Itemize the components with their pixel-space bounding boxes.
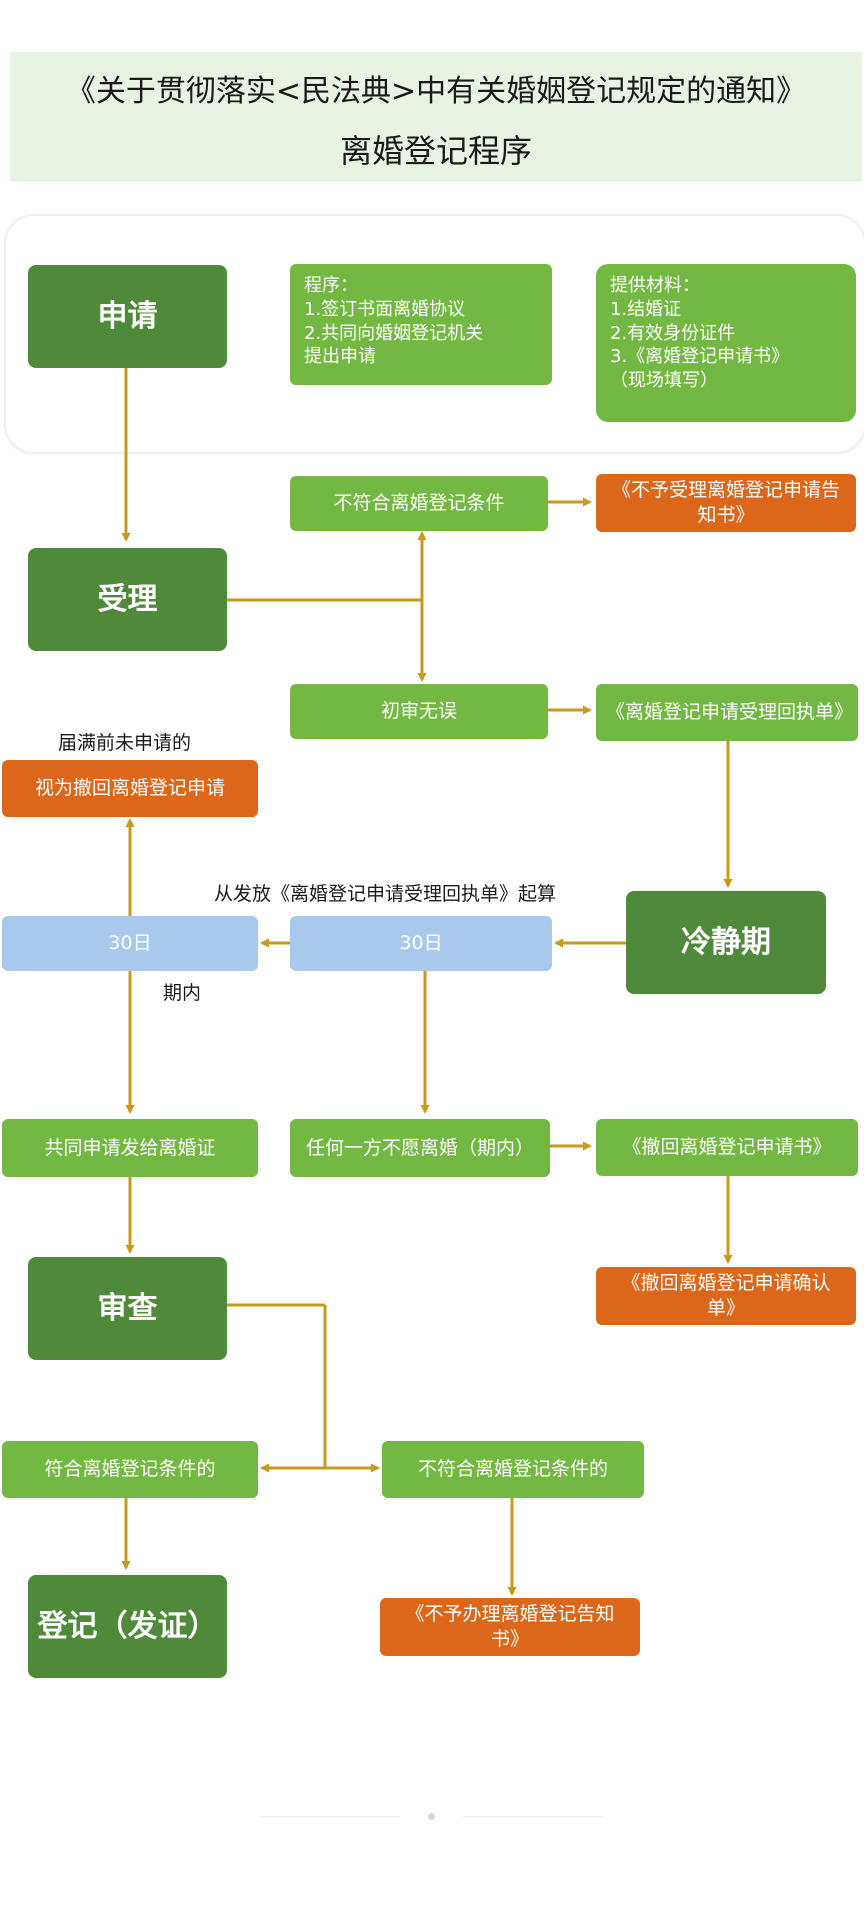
materials-box: 提供材料： 1.结婚证 2.有效身份证件 3.《离婚登记申请书》 （现场填写） xyxy=(596,264,856,422)
step-accept: 受理 xyxy=(28,548,227,651)
header-banner: 《关于贯彻落实<民法典>中有关婚姻登记规定的通知》 离婚登记程序 xyxy=(10,52,862,181)
step-apply: 申请 xyxy=(28,265,227,368)
document-title: 《关于贯彻落实<民法典>中有关婚姻登记规定的通知》 xyxy=(65,74,807,109)
step-register: 登记（发证） xyxy=(28,1575,227,1678)
label-within: 期内 xyxy=(163,982,202,1004)
label-from-issue: 从发放《离婚登记申请受理回执单》起算 xyxy=(214,883,557,905)
page-title: 离婚登记程序 xyxy=(339,132,532,170)
pager-dot xyxy=(428,1813,435,1820)
node-receipt: 《离婚登记申请受理回执单》 xyxy=(596,684,858,741)
node-eligible: 符合离婚登记条件的 xyxy=(2,1441,258,1498)
procedure-box: 程序： 1.签订书面离婚协议 2.共同向婚姻登记机关 提出申请 xyxy=(290,264,552,385)
node-initial-ok: 初审无误 xyxy=(290,684,548,739)
node-either-unwilling: 任何一方不愿离婚（期内） xyxy=(290,1119,550,1177)
node-withdraw-confirm: 《撤回离婚登记申请确认单》 xyxy=(596,1267,856,1325)
node-not-accept-notice: 《不予受理离婚登记申请告知书》 xyxy=(596,474,856,532)
pager-line-left xyxy=(260,1816,400,1817)
node-withdrawn: 视为撤回离婚登记申请 xyxy=(2,760,258,817)
node-not-eligible: 不符合离婚登记条件 xyxy=(290,476,548,531)
label-expired-note: 届满前未申请的 xyxy=(58,732,192,754)
step-cooling: 冷静期 xyxy=(626,891,826,994)
node-withdraw-form: 《撤回离婚登记申请书》 xyxy=(596,1119,858,1176)
step-review: 审查 xyxy=(28,1257,227,1360)
node-joint-apply: 共同申请发给离婚证 xyxy=(2,1119,258,1177)
node-30-days-left: 30日 xyxy=(2,916,258,971)
pager-line-right xyxy=(463,1816,603,1817)
node-not-eligible2: 不符合离婚登记条件的 xyxy=(382,1441,644,1498)
node-30-days-mid: 30日 xyxy=(290,916,552,971)
node-refuse-notice: 《不予办理离婚登记告知书》 xyxy=(380,1598,640,1656)
